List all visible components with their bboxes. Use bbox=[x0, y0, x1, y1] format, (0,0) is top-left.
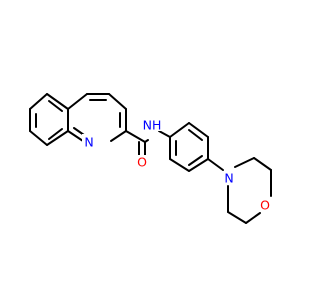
bond-layer bbox=[29, 93, 272, 224]
atom-bg bbox=[135, 155, 149, 169]
bond bbox=[245, 212, 261, 224]
bond bbox=[169, 158, 190, 172]
quinoline-nitrogen-label: N bbox=[84, 135, 93, 150]
molecule-structure: N O NH N O bbox=[29, 93, 272, 224]
atom-bg bbox=[82, 134, 96, 148]
atom-label-layer: N O NH N O bbox=[82, 116, 272, 213]
bond bbox=[227, 211, 247, 224]
bond bbox=[188, 155, 203, 166]
atom-bg bbox=[222, 171, 236, 185]
amide-nh-label: NH bbox=[143, 118, 162, 133]
bond bbox=[234, 157, 255, 168]
bond bbox=[188, 129, 203, 141]
morpholine-oxygen-label: O bbox=[260, 198, 270, 213]
bond bbox=[108, 93, 127, 110]
bond bbox=[207, 158, 224, 171]
bond bbox=[110, 130, 127, 142]
bond bbox=[144, 139, 149, 143]
bond bbox=[46, 130, 69, 146]
bond bbox=[253, 157, 272, 171]
bond bbox=[67, 130, 84, 142]
bond bbox=[46, 93, 69, 110]
atom-bg bbox=[141, 116, 163, 131]
bond bbox=[188, 158, 209, 172]
bond bbox=[48, 128, 63, 140]
bond bbox=[29, 93, 48, 110]
bond bbox=[67, 93, 88, 110]
bond bbox=[169, 122, 190, 138]
bond bbox=[188, 122, 209, 138]
bond bbox=[48, 100, 63, 112]
bond bbox=[29, 130, 48, 146]
bond bbox=[125, 130, 146, 143]
carbonyl-oxygen-label: O bbox=[137, 155, 147, 170]
atom-bg bbox=[258, 198, 272, 212]
bond bbox=[158, 130, 171, 138]
bond bbox=[73, 127, 85, 136]
morpholine-nitrogen-label: N bbox=[224, 171, 233, 186]
